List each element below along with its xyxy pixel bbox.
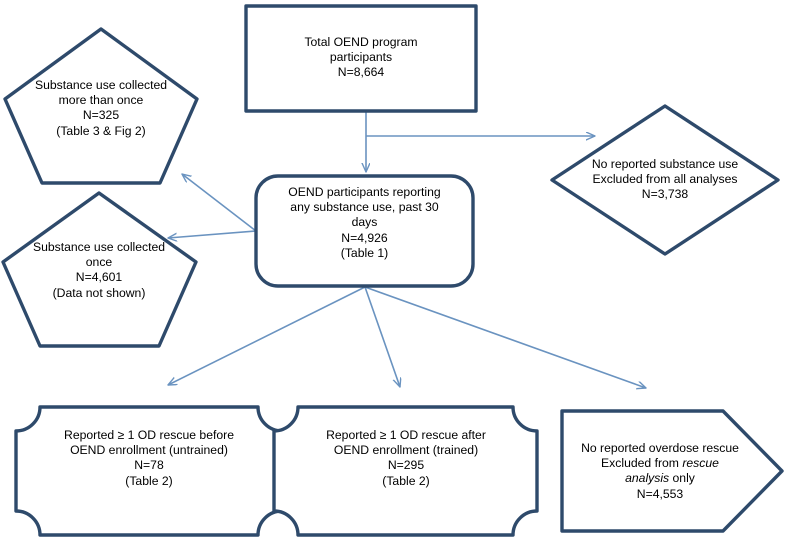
node-reporting-any-substance-use[interactable] xyxy=(254,174,475,288)
edge-reporting-to-once xyxy=(168,230,257,238)
node-od-rescue-after-enrollment[interactable] xyxy=(272,405,539,537)
edge-reporting-to-after xyxy=(364,286,400,387)
connector-layer xyxy=(168,111,646,388)
node-no-reported-overdose-rescue[interactable] xyxy=(560,409,784,533)
node-total-participants[interactable] xyxy=(244,4,478,113)
edge-reporting-to-more-than-once xyxy=(182,174,257,232)
node-substance-use-more-than-once[interactable] xyxy=(3,27,199,185)
edge-reporting-to-before xyxy=(168,286,366,386)
node-substance-use-once[interactable] xyxy=(1,191,198,348)
edge-reporting-to-no-rescue xyxy=(364,286,646,388)
node-no-reported-substance-use[interactable] xyxy=(550,104,780,256)
node-od-rescue-before-enrollment[interactable] xyxy=(14,405,284,537)
